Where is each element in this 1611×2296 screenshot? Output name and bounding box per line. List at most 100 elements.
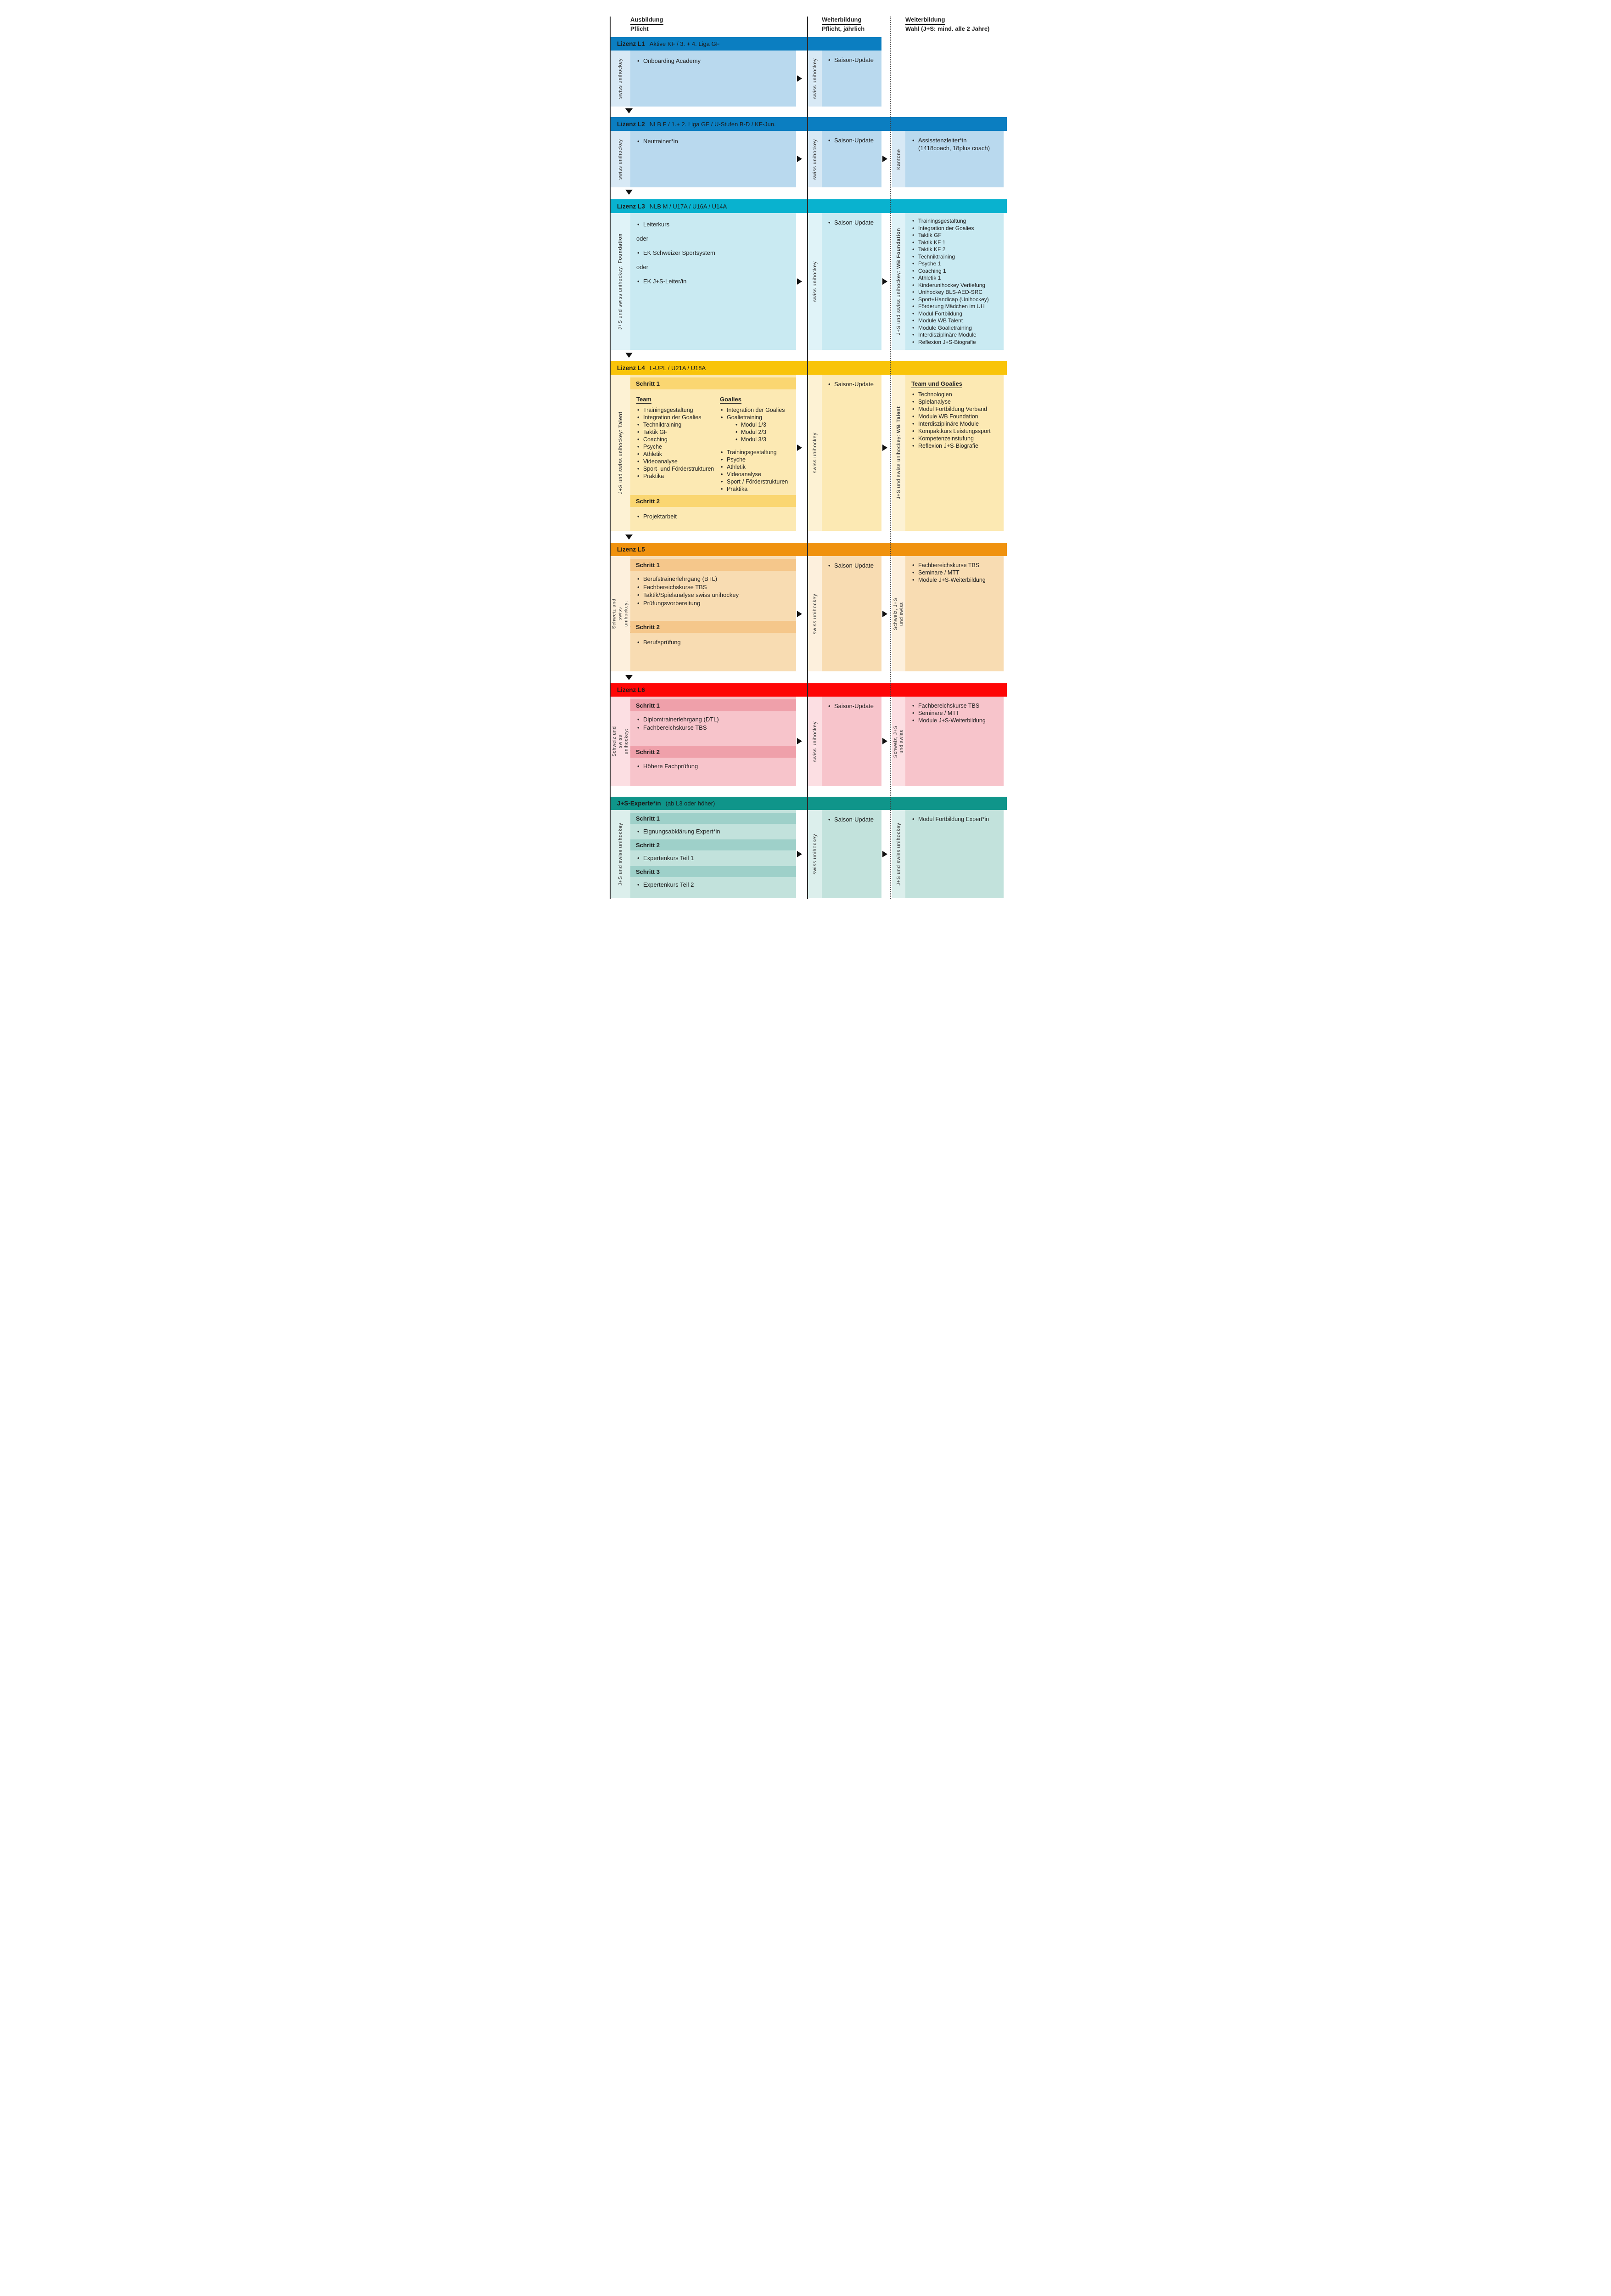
rotated-label: J+S und swiss unihockey: Foundation [617, 233, 623, 330]
row-l3-col2-strip: swiss unihockey [808, 213, 822, 350]
goalies-column: Goalies Integration der GoaliesGoalietra… [720, 396, 794, 493]
rotated-label: J+S und swiss unihockey: WB Foundation [896, 228, 902, 335]
list-item: Trainingsgestaltung [911, 218, 1002, 225]
list-item: Psyche [720, 456, 794, 463]
row-expert-col1-strip: J+S und swiss unihockey [611, 810, 630, 898]
list-item: Videoanalyse [720, 471, 794, 478]
row-l1-header: Lizenz L1 Aktive KF / 3. + 4. Liga GF [611, 37, 881, 51]
rotated-label: swiss unihockey [812, 58, 818, 99]
license-code: Lizenz L2 [617, 120, 645, 128]
list-item: Integration der Goalies [911, 225, 1002, 232]
column-header-ausbildung: Ausbildung Pflicht [630, 16, 663, 33]
list-item: Kompetenzeinstufung [911, 435, 1002, 442]
list-item: Module J+S-Weiterbildung [911, 717, 1002, 724]
list-item: Taktik KF 1 [911, 239, 1002, 247]
rotated-label: swiss unihockey [812, 593, 818, 634]
rotated-label: Kantone [896, 148, 902, 170]
list-item: Module WB Foundation [911, 413, 1002, 420]
row-l4-wahl-box: Team und Goalies TechnologienSpielanalys… [905, 375, 1004, 531]
list-item: Trainingsgestaltung [636, 406, 715, 414]
list-item: Onboarding Academy [636, 57, 791, 65]
row-l2-wahl-box: Assisstenzleiter*in (1418coach, 18plus c… [905, 131, 1004, 187]
license-subtitle: NLB F / 1.+ 2. Liga GF / U-Stufen B-D / … [649, 120, 776, 128]
list-item: Fachbereichskurse TBS [911, 702, 1002, 709]
license-subtitle: Aktive KF / 3. + 4. Liga GF [649, 40, 720, 47]
list-item: Athletik 1 [911, 275, 1002, 282]
rotated-label: J+S und swiss unihockey: Talent [617, 411, 623, 494]
list-item: Technologien [911, 391, 1002, 398]
list-item: Athletik [636, 450, 715, 458]
l1-ausbildung-list: Onboarding Academy [636, 57, 791, 65]
list-item: Techniktraining [911, 253, 1002, 261]
row-l3-header: Lizenz L3 NLB M / U17A / U16A / U14A [611, 199, 1007, 213]
rotated-label: swiss unihockey [812, 432, 818, 473]
list-item: Seminare / MTT [911, 709, 1002, 717]
rotated-label: swiss unihockey [617, 139, 623, 180]
license-code: Lizenz L6 [617, 687, 645, 693]
goalies-list: Integration der GoaliesGoalietrainingMod… [720, 406, 794, 493]
list-item: Sport- und Förderstrukturen [636, 465, 715, 473]
row-l1-col2-strip: swiss unihockey [808, 51, 822, 107]
rotated-label: swiss unihockey [617, 58, 623, 99]
expert-wahl-list: Modul Fortbildung Expert*in [911, 816, 1002, 823]
column-subtitle: Wahl (J+S: mind. alle 2 Jahre) [905, 25, 990, 32]
l4-wahl-list: TechnologienSpielanalyseModul Fortbildun… [911, 391, 1002, 450]
list-item: Neutrainer*in [636, 137, 791, 145]
left-border-line [610, 17, 611, 899]
list-item: Leiterkurs [636, 220, 791, 228]
list-item: Module J+S-Weiterbildung [911, 576, 1002, 584]
schritt-2-band: Schritt 2 [630, 839, 796, 850]
arrow-right-icon [797, 445, 802, 451]
row-l2-col3-strip: Kantone [892, 131, 905, 187]
row-l2-col1-strip: swiss unihockey [611, 131, 630, 187]
list-item: Athletik [720, 463, 794, 471]
team-heading: Team [636, 396, 651, 404]
license-code: Lizenz L1 [617, 40, 645, 47]
list-item: Expertenkurs Teil 1 [636, 854, 791, 862]
rotated-label: J+S und swiss unihockey [617, 822, 623, 886]
row-l6-ausbildung-box: Schritt 1 Diplomtrainerlehrgang (DTL)Fac… [630, 697, 796, 786]
row-l4-col1-strip: J+S und swiss unihockey: Talent [611, 375, 630, 531]
list-item: Höhere Fachprüfung [636, 762, 791, 770]
list-item: Modul 1/3 [720, 421, 794, 428]
column-title: Ausbildung [630, 16, 663, 25]
list-item: Förderung Mädchen im UH [911, 303, 1002, 310]
rotated-label: swiss unihockey [812, 721, 818, 762]
list-item: Seminare / MTT [911, 569, 1002, 576]
row-expert-col2-strip: swiss unihockey [808, 810, 822, 898]
l5-wahl-list: Fachbereichskurse TBSSeminare / MTTModul… [911, 562, 1002, 584]
row-l2-ausbildung-box: Neutrainer*in [630, 131, 796, 187]
column-divider-line [807, 17, 808, 899]
list-item: Modul Fortbildung Verband [911, 405, 1002, 413]
list-item: Fachbereichskurse TBS [636, 724, 791, 732]
row-l6-header: Lizenz L6 [611, 683, 1007, 697]
list-item: Modul 3/3 [720, 436, 794, 443]
list-item: Trainingsgestaltung [720, 449, 794, 456]
list-item: Module WB Talent [911, 317, 1002, 325]
arrow-down-icon [625, 535, 633, 540]
l5-schritt1-list: Berufstrainerlehrgang (BTL)Fachbereichsk… [636, 575, 791, 607]
list-item: Diplomtrainerlehrgang (DTL) [636, 715, 791, 724]
list-item: Saison-Update [827, 816, 880, 823]
list-item: Praktika [636, 473, 715, 480]
license-code: Lizenz L4 [617, 364, 645, 371]
team-und-goalies-heading: Team und Goalies [911, 380, 963, 388]
row-l4-header: Lizenz L4 L-UPL / U21A / U18A [611, 361, 1007, 375]
list-item: Berufsprüfung [636, 638, 791, 646]
l2-ausbildung-list: Neutrainer*in [636, 137, 791, 145]
l6-wahl-list: Fachbereichskurse TBSSeminare / MTTModul… [911, 702, 1002, 724]
team-column: Team TrainingsgestaltungIntegration der … [636, 396, 715, 480]
goalies-heading: Goalies [720, 396, 741, 404]
team-list: TrainingsgestaltungIntegration der Goali… [636, 406, 715, 480]
arrow-right-icon [797, 75, 802, 82]
column-subtitle: Pflicht, jährlich [822, 25, 865, 32]
row-l3-weiterbildung-box: Saison-Update [822, 213, 881, 350]
rotated-label: Trainerbildung Schweiz, J+S und swiss un… [892, 597, 905, 631]
arrow-down-icon [625, 675, 633, 680]
l6-schritt2-list: Höhere Fachprüfung [636, 762, 791, 770]
list-item: Eignungsabklärung Expert*in [636, 827, 791, 835]
row-l4-ausbildung-box: Schritt 1 Team TrainingsgestaltungIntegr… [630, 375, 796, 531]
row-expert-col3-strip: J+S und swiss unihockey [892, 810, 905, 898]
row-expert-wahl-box: Modul Fortbildung Expert*in [905, 810, 1004, 898]
list-item: Sport+Handicap (Unihockey) [911, 296, 1002, 304]
